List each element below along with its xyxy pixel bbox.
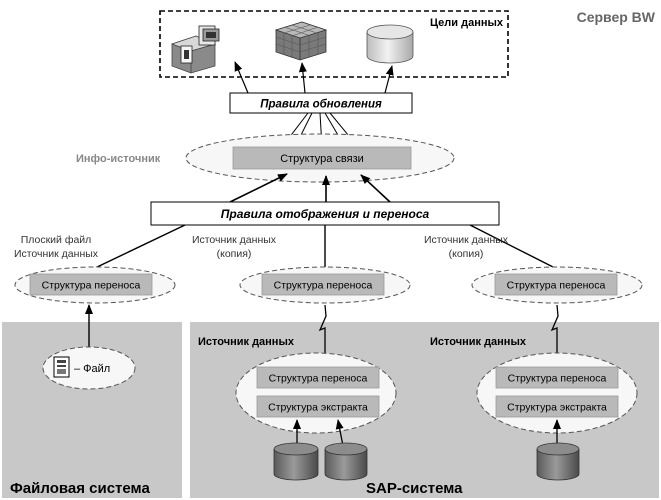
sap-source-1-transfer-label: Структура переноса xyxy=(269,373,368,385)
bw-source-2-label-line1: Источник данных xyxy=(192,234,277,246)
file-label: – Файл xyxy=(74,363,110,375)
arrow-update-to-target-1 xyxy=(234,61,249,94)
arrow-transfer-to-info-1 xyxy=(229,173,288,203)
arrow-update-to-target-3 xyxy=(384,65,394,94)
sap-source-1-label: Источник данных xyxy=(198,336,295,348)
sap-source-2-label: Источник данных xyxy=(430,336,527,348)
data-targets-label: Цели данных xyxy=(430,17,504,29)
bw-source-1-label-line1: Плоский файл xyxy=(21,234,92,246)
sap-source-2-transfer-label: Структура переноса xyxy=(508,373,607,385)
database-icon xyxy=(536,442,580,481)
sap-source-1-transfer-structure[interactable] xyxy=(256,366,380,389)
sap-source-2-extract-structure[interactable] xyxy=(495,395,619,418)
update-rules-box[interactable] xyxy=(229,92,413,114)
transfer-rules-label: Правила отображения и переноса xyxy=(221,207,430,221)
sap-link-1 xyxy=(318,304,327,365)
bw-source-1-transfer-structure[interactable] xyxy=(29,273,153,296)
server-zone-title: Сервер BW xyxy=(577,9,656,25)
infocube-with-objects-icon xyxy=(170,25,220,74)
bw-source-2-transfer-label: Структура переноса xyxy=(274,280,373,292)
communication-structure-label: Структура связи xyxy=(280,153,364,165)
data-targets-frame xyxy=(159,10,509,78)
bw-source-2-transfer-structure[interactable] xyxy=(261,273,385,296)
arrow-transfer-to-info-3 xyxy=(360,174,391,203)
communication-structure-box[interactable] xyxy=(232,146,412,170)
sap-source-2-extract-label: Структура экстракта xyxy=(507,402,607,414)
update-rules-label: Правила обновления xyxy=(260,99,382,111)
sap-source-1-ellipse xyxy=(235,352,397,434)
line-source3-to-transfer xyxy=(469,224,556,269)
info-source-label: Инфо-источник xyxy=(76,153,161,165)
database-icon xyxy=(273,442,319,481)
bw-source-3-transfer-structure[interactable] xyxy=(494,273,618,296)
sap-source-1-extract-label: Структура экстракта xyxy=(268,402,368,414)
file-system-zone-title: Файловая система xyxy=(10,480,150,497)
bw-source-3-label-line1: Источник данных xyxy=(424,234,509,246)
sap-source-2-transfer-structure[interactable] xyxy=(495,366,619,389)
line-source1-to-transfer xyxy=(94,224,186,269)
fan-lines-to-update-rules xyxy=(281,112,359,148)
file-document-icon xyxy=(53,356,70,378)
bw-source-1-transfer-label: Структура переноса xyxy=(42,280,141,292)
arrow-update-to-target-2 xyxy=(298,62,307,94)
bw-source-3-label-line2: (копия) xyxy=(449,248,484,260)
infocube-icon xyxy=(274,21,328,61)
ods-database-icon xyxy=(366,24,414,64)
arrow-db1b-to-extract xyxy=(335,419,344,447)
database-icon xyxy=(324,442,368,481)
sap-system-zone-title: SAP-система xyxy=(366,480,463,497)
bw-source-2-label-line2: (копия) xyxy=(217,248,252,260)
bw-source-3-transfer-label: Структура переноса xyxy=(507,280,606,292)
sap-source-1-extract-structure[interactable] xyxy=(256,395,380,418)
bw-source-1-label-line2: Источник данных xyxy=(14,248,99,260)
sap-link-2 xyxy=(550,304,559,365)
